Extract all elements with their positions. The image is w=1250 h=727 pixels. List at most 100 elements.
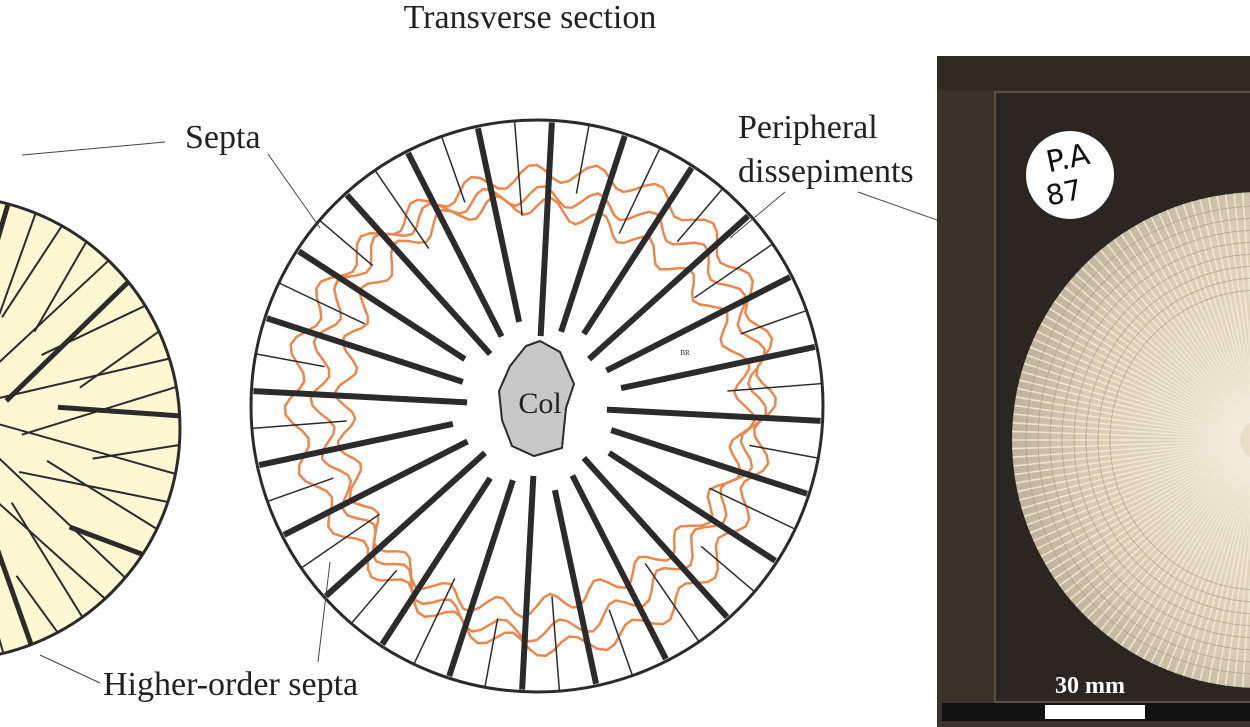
specimen-septum-line [1141, 218, 1250, 423]
specimen-septum-line [1012, 413, 1241, 439]
scale-bar-segment [1045, 705, 1145, 719]
photo-top-strip [937, 56, 1250, 90]
specimen-septum-line [1165, 458, 1250, 673]
left-septum [57, 404, 180, 419]
major-septum [519, 475, 537, 690]
artist-initials: BR [680, 349, 690, 357]
columella-shape [497, 339, 576, 458]
specimen-septum-line [1134, 223, 1250, 424]
specimen-dissepiment-ring [1049, 229, 1250, 651]
left-septum [46, 460, 158, 530]
major-septum [282, 438, 469, 538]
higher-order-leader-center [317, 561, 331, 663]
major-septum [344, 192, 493, 356]
specimen-septum-line [1067, 452, 1246, 602]
specimen-septum-line [1134, 456, 1250, 657]
specimen-septum-line [1149, 457, 1250, 666]
specimen-septum-line [1073, 272, 1246, 428]
specimen-septum-line [1043, 314, 1244, 431]
higher-order-septum [693, 243, 774, 299]
specimen-septum-line [1119, 232, 1250, 424]
specimen-septum-line [1181, 458, 1250, 679]
specimen-label-sticker [1026, 131, 1114, 219]
left-septum [0, 259, 110, 363]
specimen-septum-line [1021, 361, 1242, 435]
specimen-septum-line [1019, 370, 1241, 436]
major-septum [581, 456, 730, 620]
specimen-septum-line [1062, 451, 1245, 595]
specimen-septum-line [1027, 446, 1242, 535]
specimen-septum-line [1207, 195, 1250, 421]
specimen-septum-line [1031, 337, 1243, 433]
specimen-septum-line [1047, 449, 1244, 574]
specimen-septum-line [1224, 192, 1250, 421]
specimen-septum-line [1098, 247, 1248, 426]
left-coral-section [0, 200, 182, 656]
higher-order-septum [267, 477, 334, 503]
specimen-septum-line [1157, 457, 1250, 669]
specimen-septum-line [1012, 404, 1241, 439]
septa-leader-left [21, 141, 166, 156]
major-septum [620, 344, 816, 392]
specimen-septum-line [1015, 387, 1241, 437]
major-septum [605, 274, 792, 374]
specimen-septum-line [1012, 439, 1241, 450]
peripheral-dissepiments-group [283, 163, 777, 658]
specimen-septum-line [1024, 353, 1242, 434]
higher-order-septum [255, 353, 325, 368]
specimen-septum-line [1012, 441, 1241, 476]
specimen-septum-line [1233, 192, 1250, 421]
higher-order-septum [700, 545, 755, 593]
specimen-septum-line [1017, 444, 1241, 502]
peripheral-dissepiments-label-line2: dissepiments [738, 153, 914, 190]
specimen-septum-line [1038, 321, 1243, 432]
specimen-septum-line [1233, 459, 1250, 688]
higher-order-septum [727, 382, 823, 392]
specimen-septum-line [1057, 292, 1245, 429]
major-septum [258, 420, 454, 468]
specimen-dissepiment-ring [1037, 217, 1250, 663]
specimen-septum-line [1181, 201, 1250, 422]
higher-order-septum [749, 444, 819, 459]
specimen-septum-line [1019, 444, 1241, 510]
higher-order-septum [513, 120, 523, 216]
higher-order-septa-group [251, 120, 823, 692]
specimen-septum-line [1190, 199, 1250, 421]
major-septum [379, 476, 493, 646]
scale-bar [942, 703, 1250, 721]
left-septum [92, 444, 180, 460]
specimen-dissepiment-ring [1073, 253, 1250, 627]
major-septum [587, 213, 751, 362]
peripheral-leader [729, 191, 786, 239]
specimen-septum-line [1027, 345, 1242, 434]
specimen-dissepiment-ring [1061, 241, 1250, 639]
dissepiment-ring [309, 185, 768, 643]
specimen-septum-line [1012, 440, 1241, 459]
specimen-septum-line [1190, 459, 1250, 681]
specimen-septum-line [1105, 455, 1249, 638]
specimen-photo: P.A 87 30 mm [937, 56, 1250, 727]
peripheral-dissepiments-label-line1: Peripheral [738, 109, 878, 146]
specimen-septa-texture [1012, 192, 1250, 688]
higher-order-septum [676, 188, 724, 243]
specimen-septum-line [1057, 451, 1245, 588]
specimen-septum-line [1241, 192, 1250, 421]
higher-order-septum [551, 596, 561, 692]
left-septum [0, 357, 170, 399]
major-septum [537, 122, 555, 337]
specimen-septum-line [1073, 452, 1246, 608]
specimen-septum-line [1085, 259, 1247, 427]
specimen-septum-line [1013, 395, 1241, 438]
major-septum [446, 479, 516, 678]
specimen-septum-line [1126, 227, 1250, 424]
higher-order-septum [350, 569, 398, 624]
specimen-septum-line [1034, 448, 1243, 551]
specimen-septum-line [1173, 204, 1250, 422]
higher-order-septum [484, 618, 499, 688]
higher-order-septa-label: Higher-order septa [103, 666, 358, 703]
specimen-septum-line [1112, 455, 1249, 643]
higher-order-septum [251, 420, 347, 430]
major-septum [581, 166, 695, 336]
major-septum [558, 134, 628, 333]
